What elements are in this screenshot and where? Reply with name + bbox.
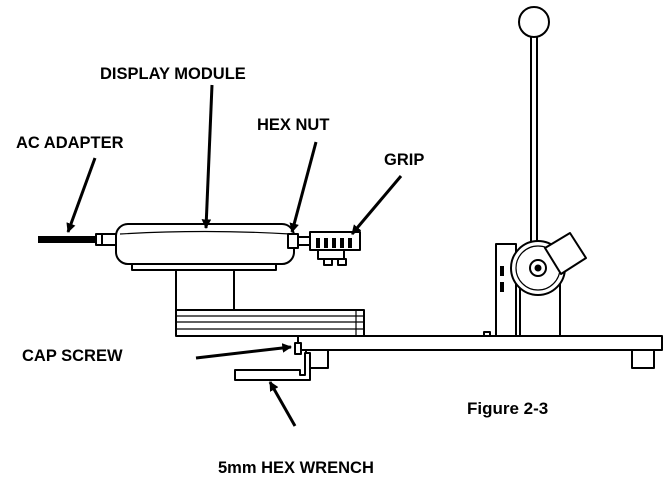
grip-label: GRIP xyxy=(384,151,425,169)
grip-assembly xyxy=(309,231,361,266)
ac-adapter-leader xyxy=(66,157,97,233)
hex-wrench-leader xyxy=(268,381,297,427)
hex-nut-leader xyxy=(289,141,318,233)
figure-caption: Figure 2-3 xyxy=(467,399,549,418)
ac-adapter-label: AC ADAPTER xyxy=(16,134,124,152)
slide-rail xyxy=(175,309,365,337)
ac-adapter-cable xyxy=(38,233,117,246)
grip-leader xyxy=(350,175,403,235)
display-module-leader xyxy=(201,84,214,229)
hex-wrench xyxy=(234,352,311,381)
cap-screw xyxy=(294,342,302,355)
display-module xyxy=(115,223,295,271)
cap-screw-leader xyxy=(195,343,292,360)
hex-nut xyxy=(287,233,311,249)
lever-hub xyxy=(510,232,587,296)
cap-screw-label: CAP SCREW xyxy=(22,347,123,365)
support-column xyxy=(175,269,235,311)
hex-nut-label: HEX NUT xyxy=(257,116,330,134)
lever-handle xyxy=(518,6,550,255)
hex-wrench-label: 5mm HEX WRENCH xyxy=(218,459,374,477)
base-plate xyxy=(297,335,663,369)
display-module-label: DISPLAY MODULE xyxy=(100,65,246,83)
